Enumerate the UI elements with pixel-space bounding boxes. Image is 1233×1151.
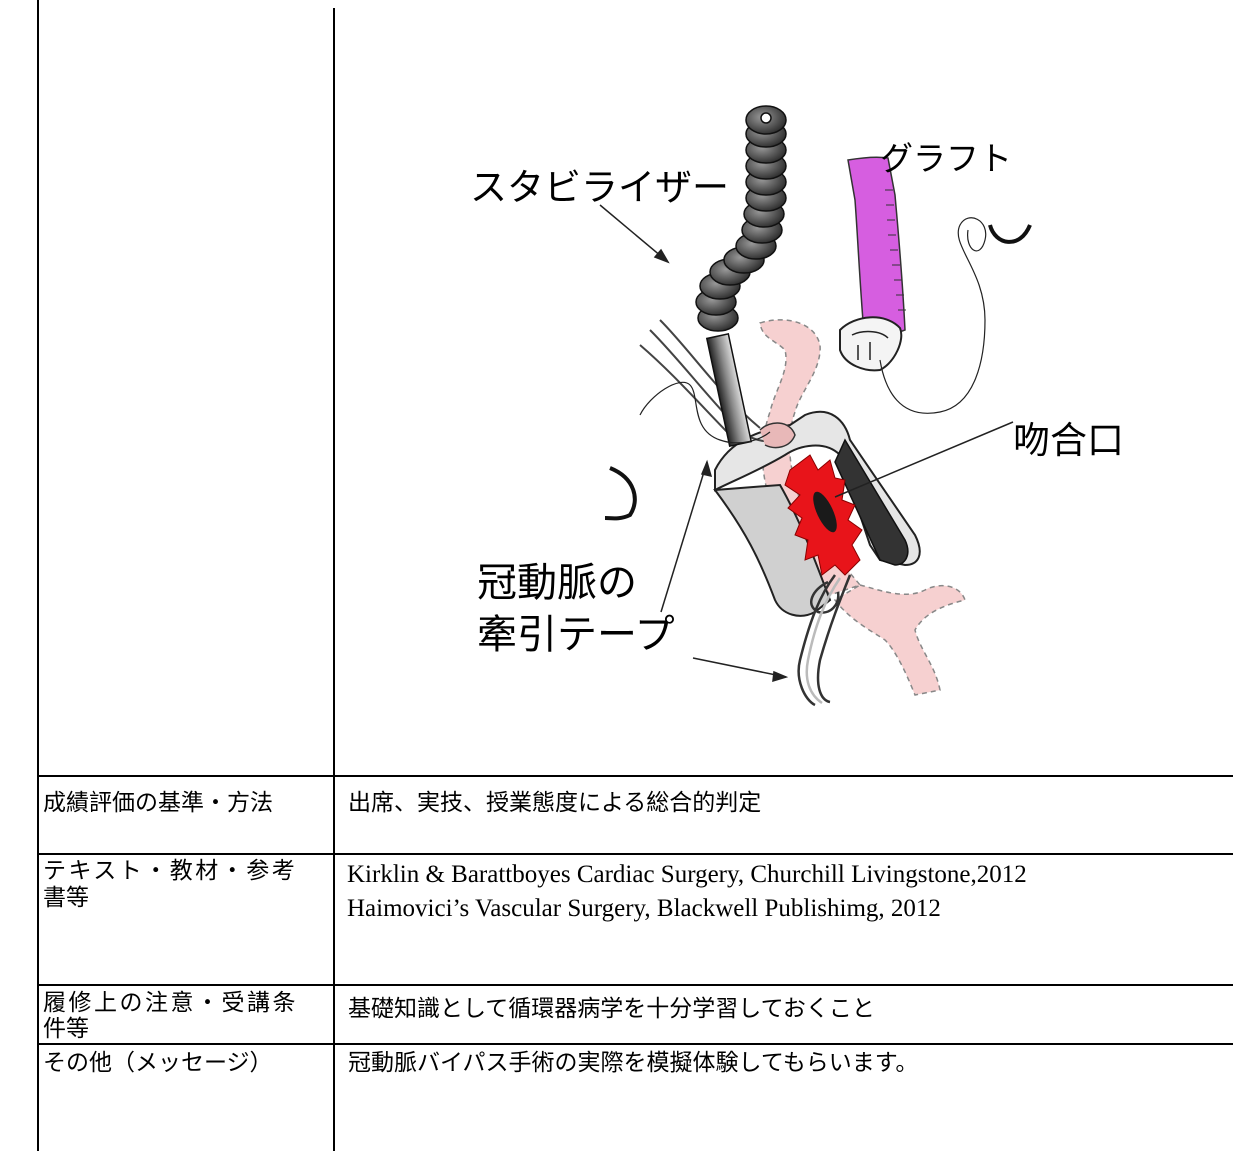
coronary-artery-branch (833, 584, 966, 696)
graft-end-inner (851, 330, 889, 360)
anastomosis-opening (813, 491, 837, 533)
needle-left (604, 466, 637, 521)
label-coronary-tape-line1: 冠動脈の (477, 560, 637, 606)
table-left-border (37, 0, 39, 1151)
reference-1: Kirklin & Barattboyes Cardiac Surgery, C… (347, 861, 1027, 888)
stabilizer-shaft (705, 333, 753, 447)
traction-tape-loop (759, 422, 796, 449)
needle-right (988, 224, 1032, 244)
reference-2: Haimovici’s Vascular Surgery, Blackwell … (347, 895, 941, 922)
row-content-notes: 基礎知識として循環器病学を十分学習しておくこと (348, 996, 875, 1022)
table-column-divider (333, 8, 335, 1151)
row-divider-4 (37, 1043, 1233, 1045)
row-label-notes-line2: 件等 (43, 1016, 89, 1042)
traction-tape-lower (797, 574, 852, 707)
row-label-textbooks-line2: 書等 (43, 885, 89, 911)
row-divider-2 (37, 853, 1233, 855)
pointer-arrows (599, 204, 1014, 683)
stabilizer-foot-right (834, 438, 909, 566)
stabilizer-tip (760, 112, 772, 124)
label-graft: グラフト (880, 139, 1012, 178)
suture-left (639, 381, 771, 444)
label-anastomosis: 吻合口 (1013, 419, 1124, 462)
traction-tape-lower-inner (805, 577, 842, 705)
row-content-other: 冠動脈バイパス手術の実際を模擬体験してもらいます。 (348, 1050, 919, 1076)
stabilizer-segments (695, 105, 787, 332)
row-content-grading: 出席、実技、授業態度による総合的判定 (348, 790, 762, 816)
row-label-grading: 成績評価の基準・方法 (43, 790, 273, 816)
row-label-textbooks-line1: テキスト・教材・参考 (43, 858, 298, 884)
row-label-notes-line1: 履修上の注意・受講条 (43, 990, 298, 1016)
row-divider-1 (37, 775, 1233, 777)
cabg-illustration: スタビライザー グラフト 吻合口 冠動脈の 牽引テープ (470, 105, 1124, 707)
row-label-other: その他（メッセージ） (43, 1050, 273, 1076)
label-stabilizer: スタビライザー (470, 166, 729, 209)
graft-ticks (885, 189, 906, 311)
label-coronary-tape-line2: 牽引テープ (477, 612, 675, 658)
row-divider-3 (37, 984, 1233, 986)
suture-right (879, 217, 987, 414)
graft-vessel (847, 156, 906, 347)
